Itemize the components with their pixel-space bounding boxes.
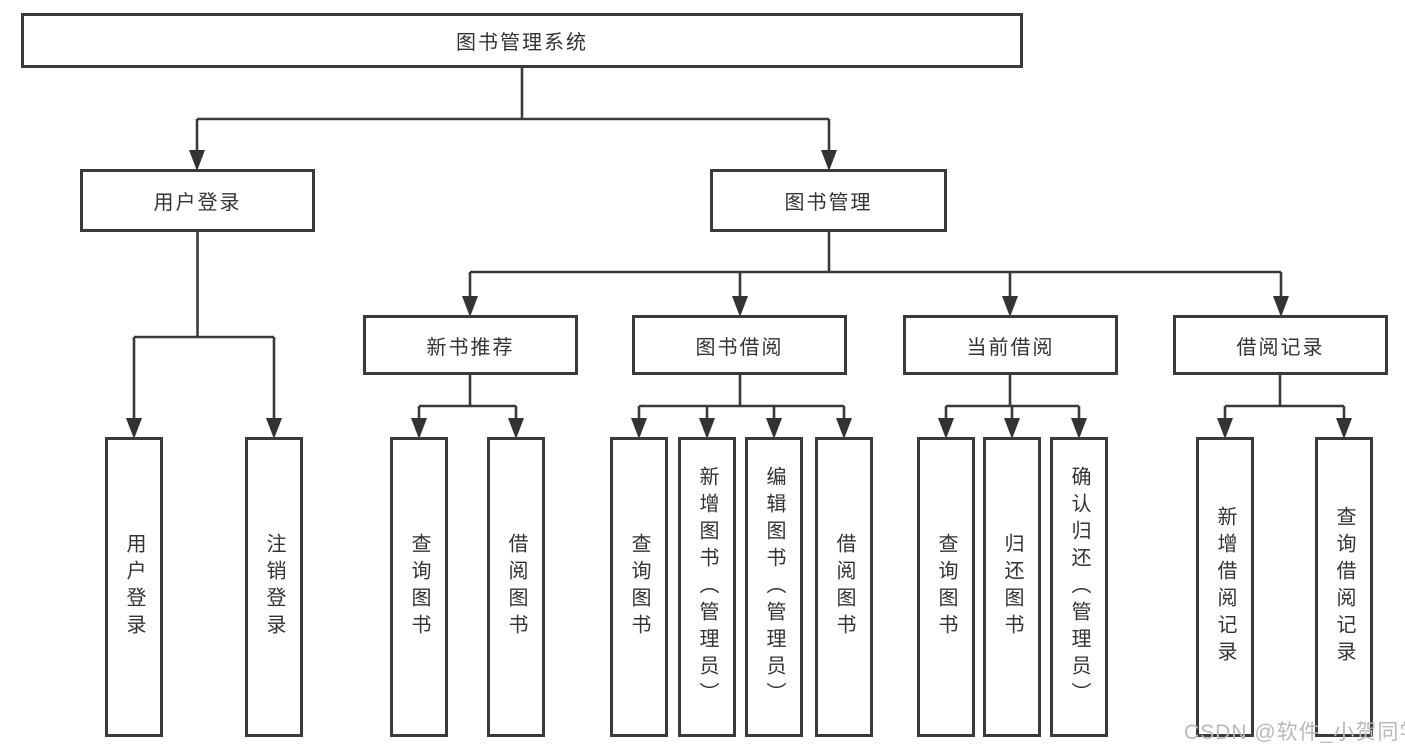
node-book-management: 图书管理 [710,169,947,232]
node-label: 借阅图书 [833,533,855,641]
node-label: 编辑图书（管理员） [763,465,785,709]
node-label: 当前借阅 [966,336,1055,359]
node-label: 新书推荐 [426,336,515,359]
node-label: 查询图书 [408,533,430,641]
arrow-down-icon [266,418,282,439]
leaf-borrow-borrow-books: 借阅图书 [815,437,873,737]
arrow-down-icon [836,418,852,439]
node-current-borrow: 当前借阅 [903,315,1118,375]
leaf-current-return-books: 归还图书 [983,437,1041,737]
connector-new-book-to-leaves [411,375,524,439]
connector-book-mgmt-to-level3 [462,232,1289,317]
node-label: 查询借阅记录 [1333,506,1355,668]
arrow-down-icon [411,418,427,439]
connector-root-to-level2 [189,68,837,171]
arrow-down-icon [1217,418,1233,439]
arrow-down-icon [766,418,782,439]
leaf-records-query-record: 查询借阅记录 [1315,437,1373,737]
node-label: 用户登录 [153,192,242,214]
node-user-login: 用户登录 [80,169,315,232]
node-label: 借阅图书 [505,533,527,641]
node-label: 确认归还（管理员） [1068,465,1090,709]
node-label: 查询图书 [628,533,650,641]
leaf-borrow-edit-books-admin: 编辑图书（管理员） [745,437,803,737]
arrow-down-icon [1071,418,1087,439]
node-label: 新增借阅记录 [1214,506,1236,668]
arrow-down-icon [732,296,748,317]
connector-user-login-to-leaves [126,232,282,439]
node-label: 借阅记录 [1236,336,1325,359]
leaf-recommend-query-books: 查询图书 [390,437,448,737]
leaf-user-login: 用户登录 [105,437,163,737]
arrow-down-icon [189,150,205,171]
node-label: 查询图书 [935,533,957,641]
node-label: 归还图书 [1001,533,1023,641]
connector-book-borrow-to-leaves [631,375,852,439]
connector-borrow-records-to-leaves [1217,375,1352,439]
node-label: 新增图书（管理员） [696,465,718,709]
arrow-down-icon [938,418,954,439]
arrow-down-icon [1336,418,1352,439]
leaf-borrow-query-books: 查询图书 [610,437,668,737]
arrow-down-icon [1002,296,1018,317]
node-book-borrow: 图书借阅 [632,315,847,375]
leaf-logout-login: 注销登录 [245,437,303,737]
arrow-down-icon [1004,418,1020,439]
arrow-down-icon [126,418,142,439]
leaf-borrow-add-books-admin: 新增图书（管理员） [678,437,736,737]
node-label: 用户登录 [123,533,145,641]
arrow-down-icon [821,150,837,171]
leaf-current-confirm-return-admin: 确认归还（管理员） [1050,437,1108,737]
connector-current-borrow-to-leaves [938,375,1087,439]
node-label: 图书管理系统 [456,32,588,54]
leaf-recommend-borrow-books: 借阅图书 [487,437,545,737]
node-label: 图书借阅 [695,336,784,359]
node-root-system: 图书管理系统 [21,13,1023,68]
arrow-down-icon [699,418,715,439]
node-label: 注销登录 [263,533,285,641]
arrow-down-icon [462,296,478,317]
node-borrow-records: 借阅记录 [1173,315,1388,375]
csdn-watermark: CSDN @软件_小贺同学 [1184,721,1405,744]
leaf-records-add-record: 新增借阅记录 [1196,437,1254,737]
node-label: 图书管理 [784,192,873,214]
arrow-down-icon [631,418,647,439]
node-new-book-recommend: 新书推荐 [363,315,578,375]
arrow-down-icon [1273,296,1289,317]
leaf-current-query-books: 查询图书 [917,437,975,737]
arrow-down-icon [508,418,524,439]
